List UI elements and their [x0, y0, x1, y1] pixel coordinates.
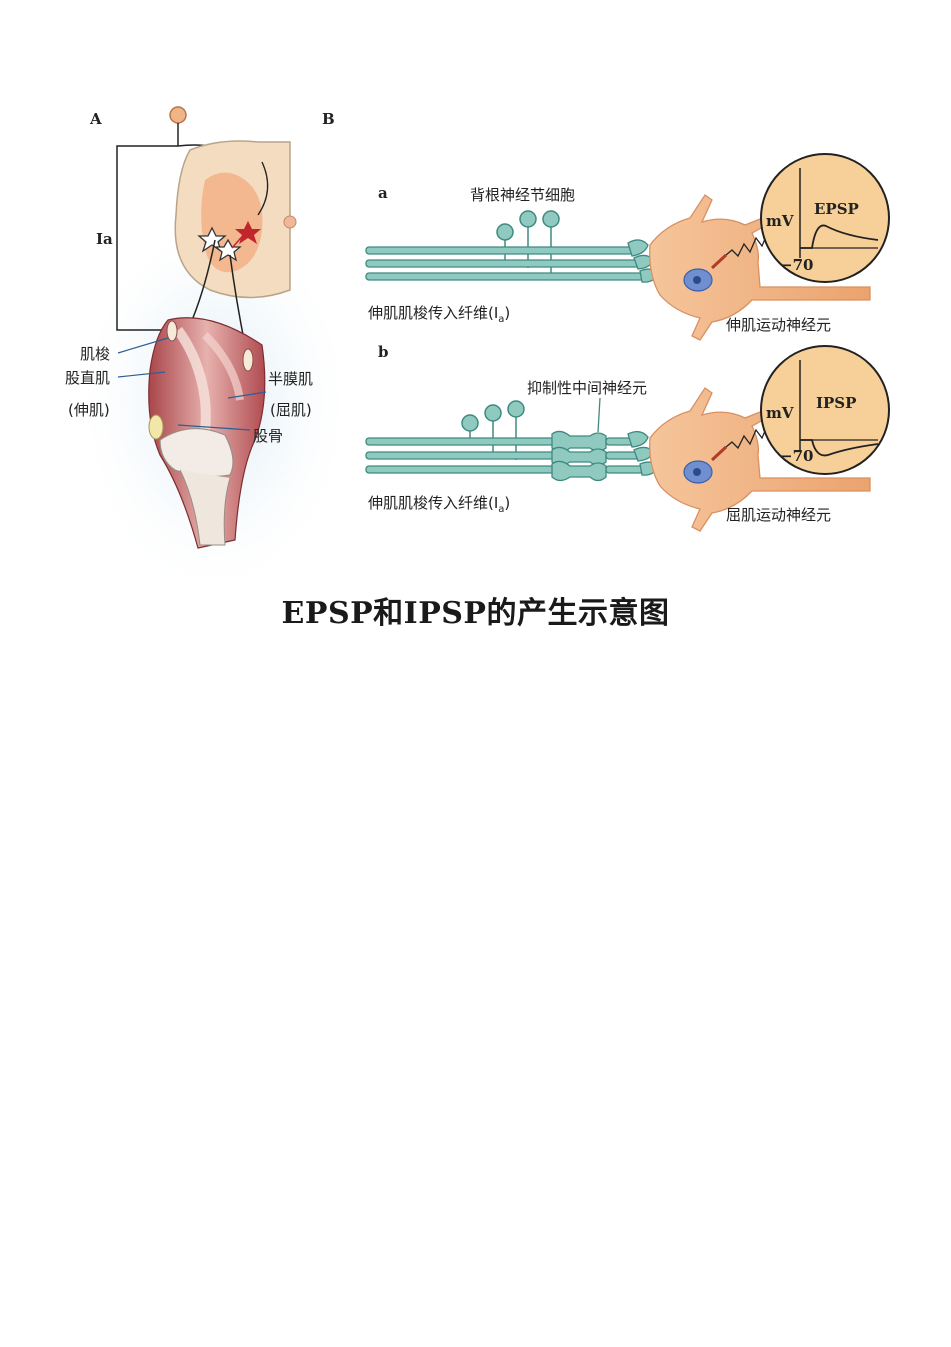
afferent-label-a: 伸肌肌梭传入纤维(Ia): [368, 304, 510, 325]
epsp-trace: [800, 224, 879, 249]
epsp-unit-label: mV: [766, 212, 794, 230]
ganglion-cell-icon: [169, 106, 187, 124]
motor-neuron-star-icon: [214, 238, 242, 262]
ganglion-bulb-3: [542, 210, 560, 228]
epsp-scope: [760, 153, 890, 283]
electrode-b: [710, 445, 728, 462]
patella: [148, 414, 164, 440]
ganglion-bulb-b2: [484, 404, 502, 422]
ganglion-bulb-b1: [461, 414, 479, 432]
panel-a-label: A: [89, 110, 102, 128]
ia-label: Ia: [96, 230, 113, 248]
flexor-label: (屈肌): [270, 401, 312, 419]
electrode-a: [710, 253, 728, 270]
afferent-fiber-b3: [365, 465, 557, 474]
panel-b-label: B: [322, 110, 335, 128]
panel-b-b-ipsp: b 抑制性中间神经元: [365, 343, 890, 532]
epsp-resting-label: −70: [780, 256, 813, 274]
extensor-motor-neuron: [649, 194, 871, 341]
afferent-fiber-2: [365, 259, 642, 268]
extensor-label: (伸肌): [68, 401, 110, 419]
interneuron-star-icon: [197, 226, 227, 253]
epsp-label: EPSP: [814, 200, 859, 218]
afferent-fiber-3: [365, 272, 647, 281]
ipsp-trace: [800, 439, 879, 457]
afferent-fiber-b1: [365, 437, 557, 446]
sub-panel-a-label: a: [378, 184, 388, 202]
ganglion-label: 背根神经节细胞: [470, 186, 575, 204]
ganglion-bulb-1: [496, 223, 514, 241]
knee-bone: [159, 427, 234, 478]
femur-label: 股骨: [253, 427, 283, 445]
flexor-motor-neuron: [649, 387, 871, 532]
interneuron-label: 抑制性中间神经元: [527, 379, 647, 397]
ia-fiber-path: [116, 145, 178, 331]
extensor-motor-label: 伸肌运动神经元: [726, 316, 831, 334]
ipsp-unit-label: mV: [766, 404, 794, 422]
ipsp-scope: [760, 345, 890, 475]
interneuron-segment-3: [551, 460, 607, 482]
ipsp-label: IPSP: [816, 394, 856, 412]
figure-caption: EPSP和IPSP的产生示意图: [281, 596, 670, 631]
spindle-label: 肌梭: [80, 345, 110, 363]
afferent-label-b: 伸肌肌梭传入纤维(Ia): [368, 494, 510, 515]
panel-b-a-epsp: a 背根神经节细胞 mV: [365, 153, 890, 341]
ganglion-bulb-b3: [507, 400, 525, 418]
muscle-spindle-icon: [166, 320, 178, 342]
shin-bone: [179, 469, 231, 546]
flexor-motor-label: 屈肌运动神经元: [726, 506, 831, 524]
afferent-fiber-1: [365, 246, 637, 255]
flexor-spindle-icon: [242, 348, 254, 372]
sub-panel-b-label: b: [378, 343, 389, 361]
ganglion-bulb-2: [519, 210, 537, 228]
semimembranosus-label: 半膜肌: [268, 370, 313, 388]
ipsp-resting-label: −70: [780, 447, 813, 465]
afferent-fiber-b2: [365, 451, 557, 460]
rectus-femoris-label: 股直肌: [65, 369, 110, 387]
panel-a-reflex-diagram: A B Ia: [65, 106, 345, 605]
ventral-root-icon: [283, 215, 297, 229]
